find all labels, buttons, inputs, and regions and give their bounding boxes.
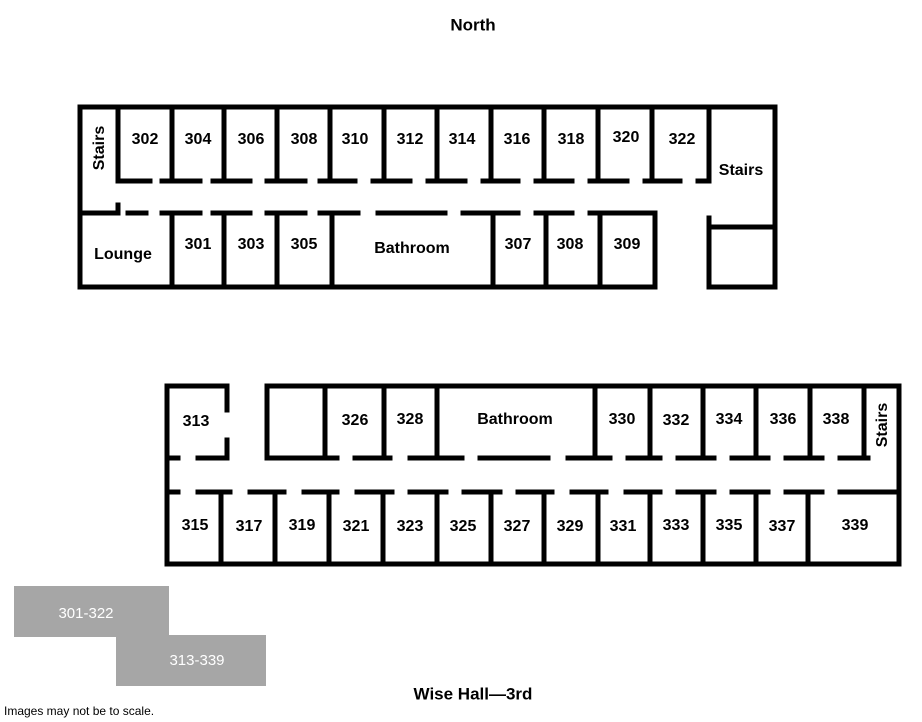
key-label-north: 301-322 xyxy=(58,605,113,622)
room-label: 321 xyxy=(343,518,370,535)
room-label: 325 xyxy=(450,518,477,535)
key-label-south: 313-339 xyxy=(169,652,224,669)
room-label: 302 xyxy=(132,131,159,148)
room-label: 335 xyxy=(716,517,743,534)
room-label: 318 xyxy=(558,131,585,148)
room-label: 314 xyxy=(449,131,476,148)
room-label: 301 xyxy=(185,236,212,253)
south-wing: 313 326 328 Bathroom 330 332 334 336 338… xyxy=(164,383,902,567)
room-label: 336 xyxy=(770,411,797,428)
north-wing: Stairs Stairs 302 304 306 308 310 312 31… xyxy=(77,104,778,290)
compass-label: North xyxy=(450,15,495,34)
key: 301-322 313-339 xyxy=(14,586,266,686)
bathroom-label: Bathroom xyxy=(477,411,553,428)
lounge-label: Lounge xyxy=(94,246,152,263)
room-label: 326 xyxy=(342,412,369,429)
room-label: 327 xyxy=(504,518,531,535)
room-label: 323 xyxy=(397,518,424,535)
room-label: 310 xyxy=(342,131,369,148)
room-label: 313 xyxy=(183,413,210,430)
key-swatch-south xyxy=(116,635,266,686)
room-label: 308 xyxy=(291,131,318,148)
scale-note: Images may not be to scale. xyxy=(4,704,154,718)
room-label: 305 xyxy=(291,236,318,253)
room-label: 329 xyxy=(557,518,584,535)
room-label: 308 xyxy=(557,236,584,253)
room-label: 320 xyxy=(613,129,640,146)
room-label: 322 xyxy=(669,131,696,148)
bathroom-label: Bathroom xyxy=(374,240,450,257)
room-label: 333 xyxy=(663,517,690,534)
room-label: 332 xyxy=(663,412,690,429)
room-label: 317 xyxy=(236,518,263,535)
room-label: 316 xyxy=(504,131,531,148)
room-label: 303 xyxy=(238,236,265,253)
room-label: 307 xyxy=(505,236,532,253)
key-swatch-north xyxy=(14,586,169,637)
room-label: 306 xyxy=(238,131,265,148)
room-label: 339 xyxy=(842,517,869,534)
room-label: 337 xyxy=(769,518,796,535)
room-label: 328 xyxy=(397,411,424,428)
room-label: 331 xyxy=(610,518,637,535)
room-label: 304 xyxy=(185,131,212,148)
room-label: 338 xyxy=(823,411,850,428)
building-title: Wise Hall—3rd xyxy=(414,684,533,703)
stairs-label: Stairs xyxy=(874,403,891,448)
room-label: 315 xyxy=(182,517,209,534)
room-label: 319 xyxy=(289,517,316,534)
room-label: 309 xyxy=(614,236,641,253)
room-label: 334 xyxy=(716,411,743,428)
room-label: 330 xyxy=(609,411,636,428)
room-label: 312 xyxy=(397,131,424,148)
stairs-label: Stairs xyxy=(719,162,764,179)
stairs-label: Stairs xyxy=(91,126,108,171)
